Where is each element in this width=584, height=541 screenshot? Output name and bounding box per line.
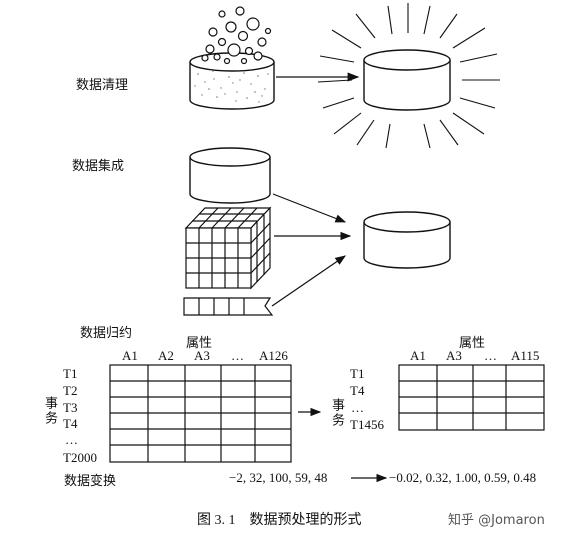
integration-arrows (271, 193, 352, 307)
left-row-axis-label: 事务 (42, 396, 57, 426)
left-col-header: A126 (259, 348, 288, 363)
left-row-label: T1 (63, 366, 78, 381)
right-col-header: A3 (446, 348, 462, 363)
reduced-data-table (398, 364, 545, 431)
integration-label: 数据集成 (72, 159, 125, 174)
right-row-axis-label: 事务 (329, 398, 344, 428)
right-row-label: T4 (350, 383, 365, 398)
normalized-values: −0.02, 0.32, 1.00, 0.59, 0.48 (389, 470, 537, 485)
right-col-header: A115 (511, 348, 540, 363)
left-col-header: … (231, 348, 244, 363)
dirty-data-cylinder (189, 52, 275, 110)
left-col-header: A3 (194, 348, 210, 363)
left-col-header: A1 (122, 348, 138, 363)
left-row-label: T2 (63, 383, 78, 398)
right-col-header: … (484, 348, 497, 363)
left-attr-title: 属性 (186, 336, 213, 351)
left-row-label: T2000 (63, 450, 97, 465)
source-data-cube (184, 206, 272, 290)
figure-caption: 图 3. 1 数据预处理的形式 (197, 513, 362, 528)
right-row-label: T1 (350, 366, 365, 381)
integrated-cylinder (363, 211, 451, 269)
right-attr-title: 属性 (459, 336, 486, 351)
watermark: 知乎 @Jomaron (448, 513, 545, 528)
left-row-label: T3 (63, 400, 78, 415)
left-col-header: A2 (158, 348, 174, 363)
clean-data-cylinder (363, 49, 451, 111)
reduction-label: 数据归约 (80, 326, 133, 341)
bubbles (201, 6, 272, 65)
full-data-table (109, 364, 292, 463)
left-row-label: T4 (63, 416, 78, 431)
transformation-label: 数据变换 (64, 474, 117, 489)
right-row-label: T1456 (350, 417, 384, 432)
cleaning-label: 数据清理 (76, 78, 129, 93)
left-row-label: … (65, 432, 78, 447)
right-col-header: A1 (410, 348, 426, 363)
shine-rays (317, 3, 500, 149)
dirty-speckles (194, 70, 269, 103)
source-flat-file (183, 297, 274, 316)
original-values: −2, 32, 100, 59, 48 (229, 470, 328, 485)
source-cylinder (189, 147, 271, 204)
right-row-label: … (351, 400, 364, 415)
